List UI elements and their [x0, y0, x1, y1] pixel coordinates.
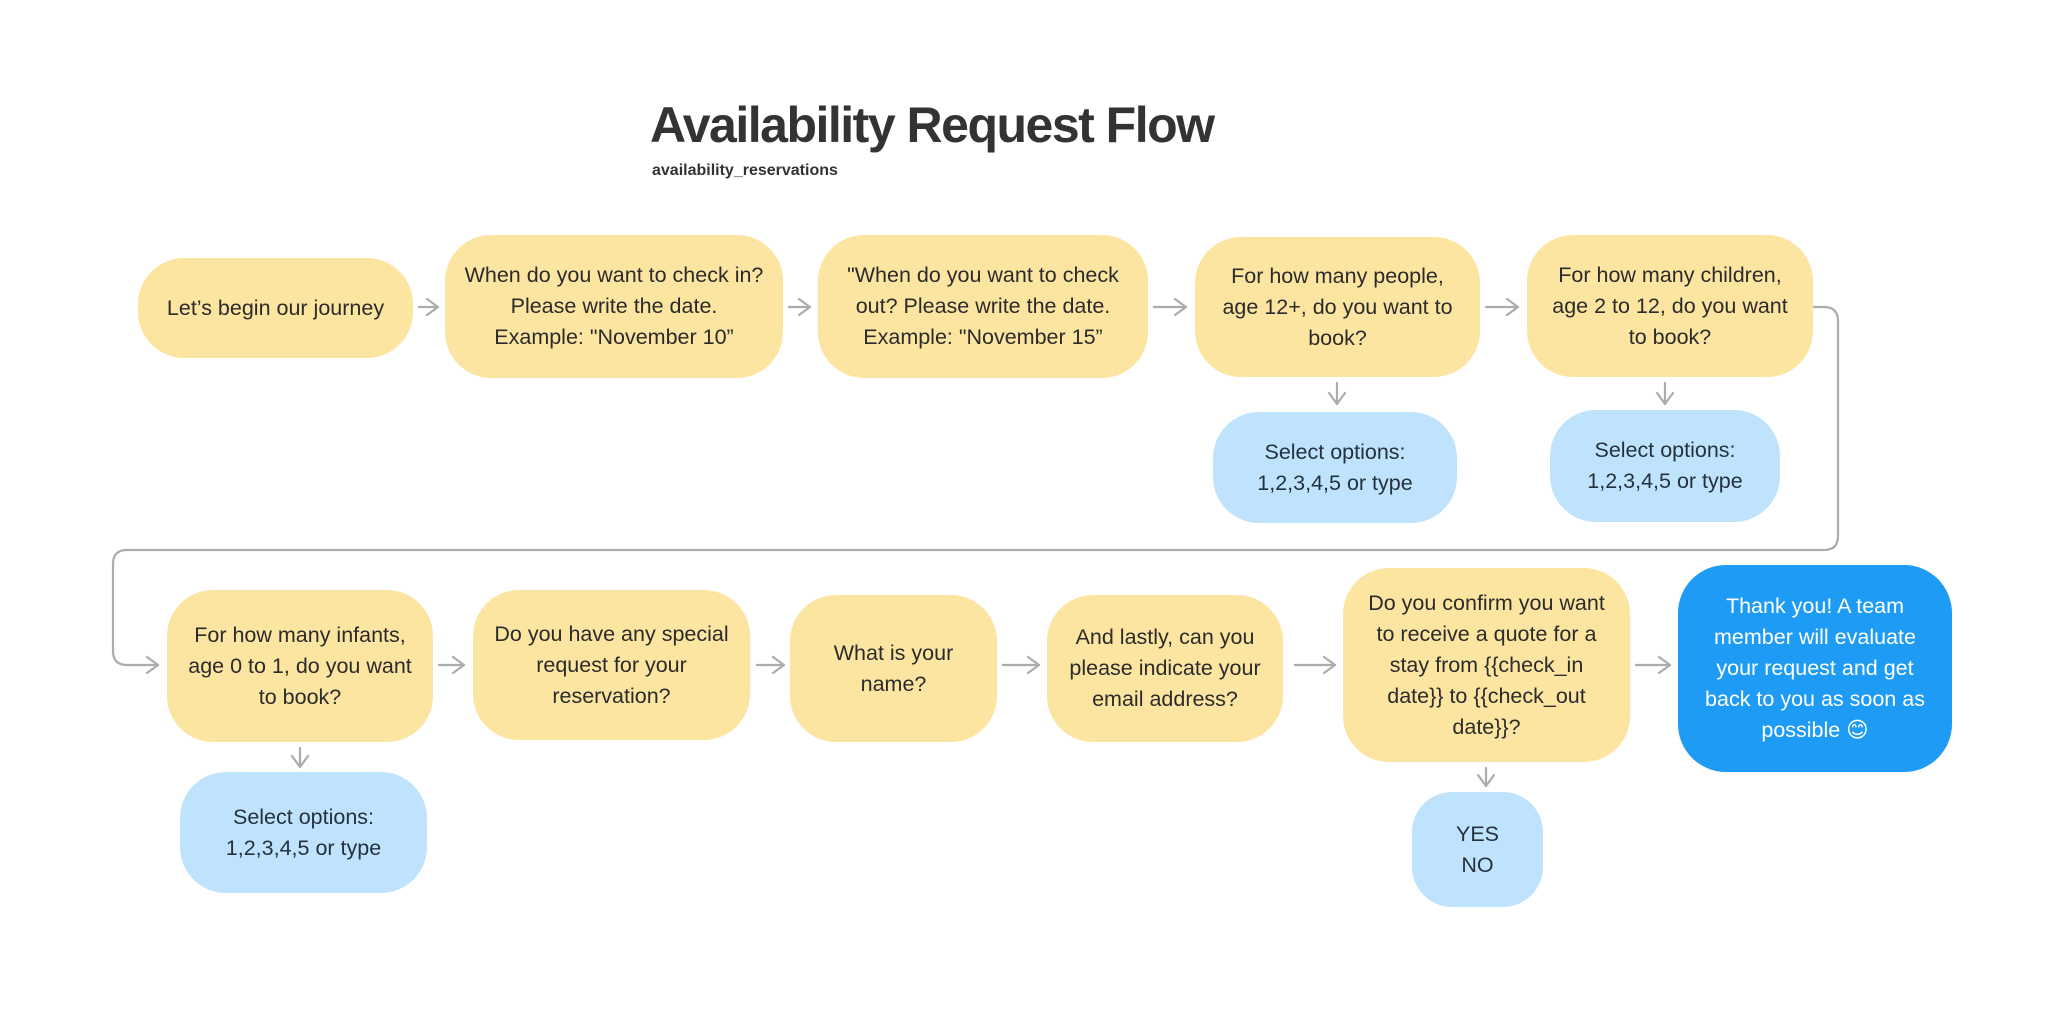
node-question-journey: Let’s begin our journey: [138, 258, 413, 358]
node-text: Do you have any special request for your…: [494, 621, 729, 708]
node-text: Do you confirm you want to receive a quo…: [1368, 590, 1605, 739]
node-text: And lastly, can you please indicate your…: [1069, 625, 1261, 711]
node-question-check-out: "When do you want to check out? Please w…: [818, 235, 1148, 378]
arrow-right-icon: [787, 297, 812, 317]
node-text: Select options: 1,2,3,4,5 or type: [1587, 438, 1743, 493]
page-title: Availability Request Flow: [650, 97, 1215, 153]
node-options-select-children: Select options: 1,2,3,4,5 or type: [1550, 410, 1780, 522]
node-text: What is your name?: [833, 640, 954, 696]
node-options-yes-no: YES NO: [1412, 792, 1543, 907]
node-question-email: And lastly, can you please indicate your…: [1047, 595, 1283, 742]
node-text: For how many children, age 2 to 12, do y…: [1552, 262, 1788, 349]
arrow-right-icon: [1001, 655, 1041, 675]
arrow-right-icon: [1152, 297, 1188, 317]
node-text: For how many infants, age 0 to 1, do you…: [188, 622, 412, 709]
node-final-thanks: Thank you! A team member will evaluate y…: [1678, 565, 1952, 772]
arrow-down-icon: [1327, 381, 1347, 406]
node-question-confirm: Do you confirm you want to receive a quo…: [1343, 568, 1630, 762]
arrow-right-icon: [1484, 297, 1520, 317]
arrow-down-icon: [1655, 381, 1675, 406]
arrow-right-icon: [1293, 655, 1337, 675]
node-question-people: For how many people, age 12+, do you wan…: [1195, 237, 1480, 377]
node-options-select-people: Select options: 1,2,3,4,5 or type: [1213, 412, 1457, 523]
arrow-right-icon: [437, 655, 466, 675]
node-question-check-in: When do you want to check in? Please wri…: [445, 235, 783, 378]
page-subtitle: availability_reservations: [652, 162, 838, 179]
arrow-right-icon: [755, 655, 786, 675]
arrow-right-icon: [417, 297, 440, 317]
node-text: For how many people, age 12+, do you wan…: [1222, 263, 1453, 350]
arrow-right-icon: [1634, 655, 1672, 675]
node-question-name: What is your name?: [790, 595, 997, 742]
node-text: Select options: 1,2,3,4,5 or type: [225, 804, 382, 860]
arrow-down-icon: [1476, 766, 1496, 788]
node-text: "When do you want to check out? Please w…: [847, 263, 1119, 349]
no-option-label: NO: [1461, 852, 1494, 877]
node-question-infants: For how many infants, age 0 to 1, do you…: [167, 590, 433, 742]
node-text: Thank you! A team member will evaluate y…: [1705, 594, 1925, 742]
node-text: Let’s begin our journey: [166, 295, 385, 320]
node-question-children: For how many children, age 2 to 12, do y…: [1527, 235, 1813, 377]
yes-option-label: YES: [1455, 821, 1500, 846]
node-options-select-infants: Select options: 1,2,3,4,5 or type: [180, 772, 427, 893]
node-text: When do you want to check in? Please wri…: [464, 263, 764, 349]
node-text: Select options: 1,2,3,4,5 or type: [1257, 439, 1413, 495]
node-question-special-request: Do you have any special request for your…: [473, 590, 750, 740]
arrow-down-icon: [290, 746, 310, 769]
